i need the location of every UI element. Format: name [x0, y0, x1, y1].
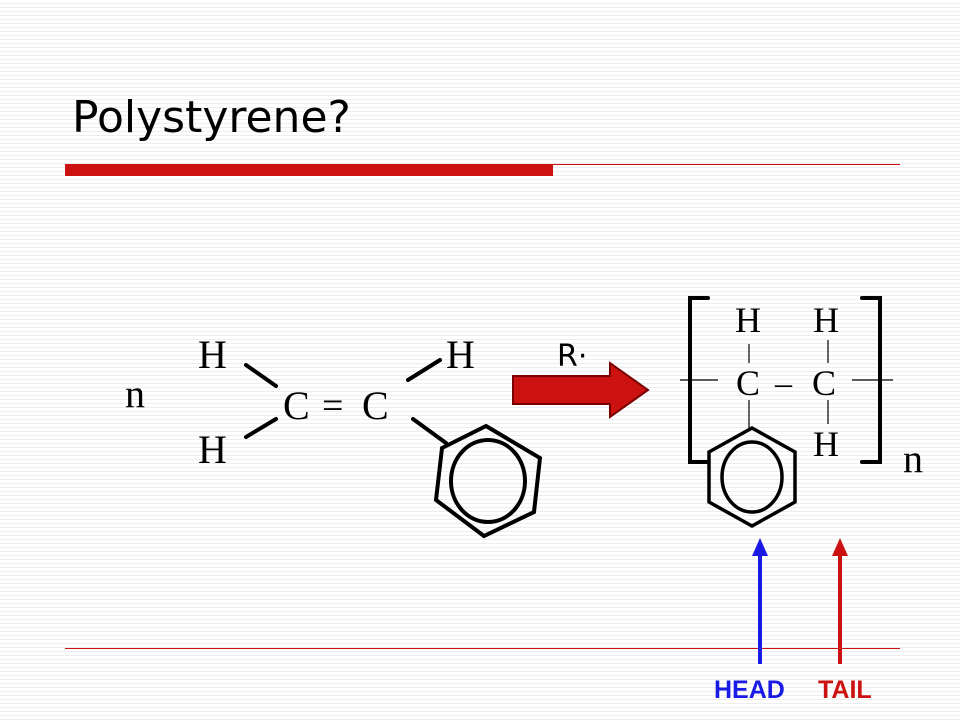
initiator-label: R· [557, 339, 587, 374]
title-accent-bar [65, 165, 553, 176]
bottom-rule [65, 648, 900, 649]
benzene-ring-monomer [433, 423, 543, 539]
tail-label: TAIL [818, 676, 872, 704]
tail-pointer-tip [832, 538, 848, 556]
benzene-ring-polymer [707, 425, 797, 529]
monomer-h-upper-right: H [446, 332, 475, 377]
head-label: HEAD [714, 676, 785, 704]
benzene-ring-inner-monomer [449, 438, 527, 524]
polymer-h-top-right: H [813, 300, 839, 340]
reaction-arrow [512, 361, 650, 419]
polymer-h-top-left: H [735, 300, 761, 340]
polymer-single-bond: – [774, 365, 793, 402]
title-rule [65, 164, 900, 165]
slide-title: Polystyrene? [72, 92, 351, 143]
bond-h-lower-left [244, 417, 278, 439]
monomer-carbon-left: C [283, 383, 310, 428]
bond-to-ring [411, 417, 448, 445]
monomer-double-bond: = [322, 385, 343, 427]
polymer-carbon-right: C [812, 363, 836, 403]
bond-h-upper-right [406, 358, 442, 382]
monomer-h-upper-left: H [198, 332, 227, 377]
monomer-carbon-right: C [362, 383, 389, 428]
bond-h-upper-left [244, 363, 278, 388]
polymer-subscript-n: n [903, 436, 923, 481]
monomer-coefficient: n [125, 371, 145, 416]
polymer-carbon-left: C [736, 363, 760, 403]
head-pointer-tip [752, 538, 768, 556]
polymer-h-bottom-right: H [813, 424, 839, 464]
benzene-ring-inner-polymer [720, 440, 784, 514]
monomer-h-lower-left: H [198, 427, 227, 472]
